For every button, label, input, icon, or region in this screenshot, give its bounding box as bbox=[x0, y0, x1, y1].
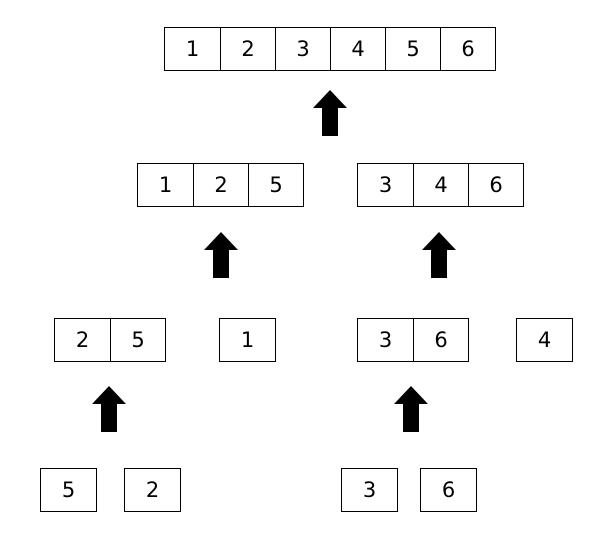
array-cell: 1 bbox=[185, 37, 200, 61]
up-arrow-icon bbox=[204, 232, 238, 278]
array-cell: 4 bbox=[330, 28, 385, 70]
array-cell: 2 bbox=[193, 164, 248, 206]
array-cell: 5 bbox=[61, 478, 76, 502]
sorted-array: 1 2 3 4 5 6 bbox=[164, 27, 496, 71]
array-cell: 4 bbox=[537, 328, 552, 352]
array-cell: 2 bbox=[75, 328, 90, 352]
array-cell: 1 bbox=[240, 328, 255, 352]
single-element-box: 3 bbox=[341, 468, 398, 512]
array-cell: 3 bbox=[275, 28, 330, 70]
array-cell: 6 bbox=[440, 28, 495, 70]
array-cell: 3 bbox=[378, 328, 393, 352]
array-cell: 2 bbox=[145, 478, 160, 502]
array-cell: 3 bbox=[362, 478, 377, 502]
up-arrow-icon bbox=[422, 232, 456, 278]
array-cell: 5 bbox=[248, 164, 303, 206]
right-pair-array: 3 6 bbox=[357, 318, 469, 362]
array-cell: 6 bbox=[441, 478, 456, 502]
single-element-box: 2 bbox=[124, 468, 181, 512]
array-cell: 2 bbox=[220, 28, 275, 70]
left-single-array: 1 bbox=[219, 318, 276, 362]
array-cell: 5 bbox=[110, 319, 165, 361]
array-cell: 3 bbox=[378, 173, 393, 197]
single-element-box: 6 bbox=[420, 468, 477, 512]
left-merged-array: 1 2 5 bbox=[137, 163, 304, 207]
up-arrow-icon bbox=[92, 386, 126, 432]
array-cell: 6 bbox=[413, 319, 468, 361]
right-single-array: 4 bbox=[516, 318, 573, 362]
up-arrow-icon bbox=[313, 90, 347, 136]
single-element-box: 5 bbox=[40, 468, 97, 512]
array-cell: 5 bbox=[385, 28, 440, 70]
array-cell: 4 bbox=[413, 164, 468, 206]
left-pair-array: 2 5 bbox=[54, 318, 166, 362]
array-cell: 6 bbox=[468, 164, 523, 206]
array-cell: 1 bbox=[158, 173, 173, 197]
right-merged-array: 3 4 6 bbox=[357, 163, 524, 207]
up-arrow-icon bbox=[394, 386, 428, 432]
